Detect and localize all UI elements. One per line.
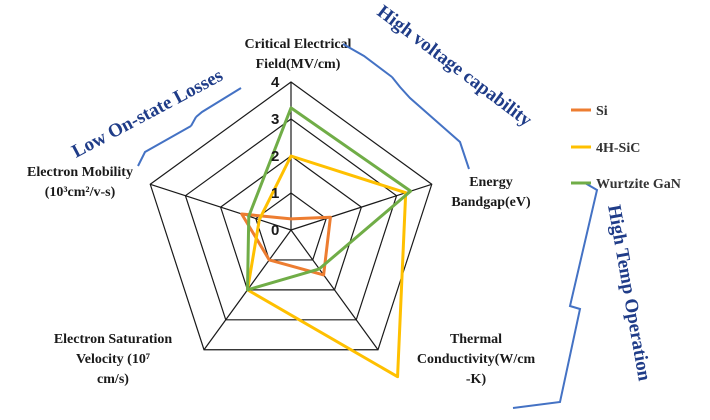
legend: Si 4H-SiC Wurtzite GaN — [571, 104, 681, 192]
axis-label-1-line-1: Critical Electrical — [245, 37, 352, 52]
axis-label-4-line-1: Electron Saturation — [54, 332, 173, 347]
axis-label-1-line-2: Field(MV/cm) — [256, 57, 341, 72]
axis-label-2-line-1: Energy — [469, 175, 513, 190]
axis-label-3-line-2: Conductivity(W/cm — [417, 352, 536, 367]
r-tick-label-0: 0 — [271, 222, 279, 239]
r-tick-label-1: 1 — [271, 185, 279, 202]
axis-label-3-line-3: -K) — [466, 372, 487, 387]
annotation-high-temp: High Temp Operation — [603, 203, 655, 383]
legend-item-wurtzite-gan: Wurtzite GaN — [571, 177, 681, 192]
axis-label-4-line-2: Velocity (10⁷ — [76, 352, 150, 367]
r-tick-label-2: 2 — [271, 148, 279, 165]
legend-item-4h-sic: 4H-SiC — [571, 141, 640, 156]
axis-spoke-5 — [150, 183, 292, 231]
axis-label-2-line-2: Bandgap(eV) — [451, 195, 531, 210]
r-tick-label-4: 4 — [271, 74, 280, 91]
axis-label-4-line-3: cm/s) — [97, 372, 129, 387]
bracket-low-on-state — [137, 87, 242, 167]
axis-label-5-line-2: (10³cm²/v-s) — [45, 185, 116, 200]
series-wurtzite-gan — [246, 106, 413, 292]
bracket-high-voltage — [342, 43, 470, 170]
radial-ticks: 0 1 2 3 4 — [271, 74, 280, 239]
grid-ring-4 — [149, 81, 433, 351]
annotation-low-on-state: Low On-state Losses — [68, 65, 226, 162]
bracket-high-temp — [512, 182, 599, 409]
annotation-high-voltage: High voltage capability — [373, 1, 536, 131]
series-4h-sic — [246, 154, 408, 379]
axis-spoke-3 — [290, 229, 379, 351]
legend-label-4h-sic: 4H-SiC — [596, 141, 640, 156]
r-tick-label-3: 3 — [271, 111, 279, 128]
axis-label-3-line-1: Thermal — [450, 332, 502, 347]
legend-label-si: Si — [596, 104, 608, 119]
legend-item-si: Si — [571, 104, 608, 119]
radar-series — [240, 106, 413, 379]
grid-ring-2 — [219, 155, 363, 291]
axis-label-5: Electron Mobility (10³cm²/v-s) — [27, 165, 133, 200]
legend-label-wurtzite-gan: Wurtzite GaN — [596, 177, 681, 192]
axis-label-5-line-1: Electron Mobility — [27, 165, 133, 180]
